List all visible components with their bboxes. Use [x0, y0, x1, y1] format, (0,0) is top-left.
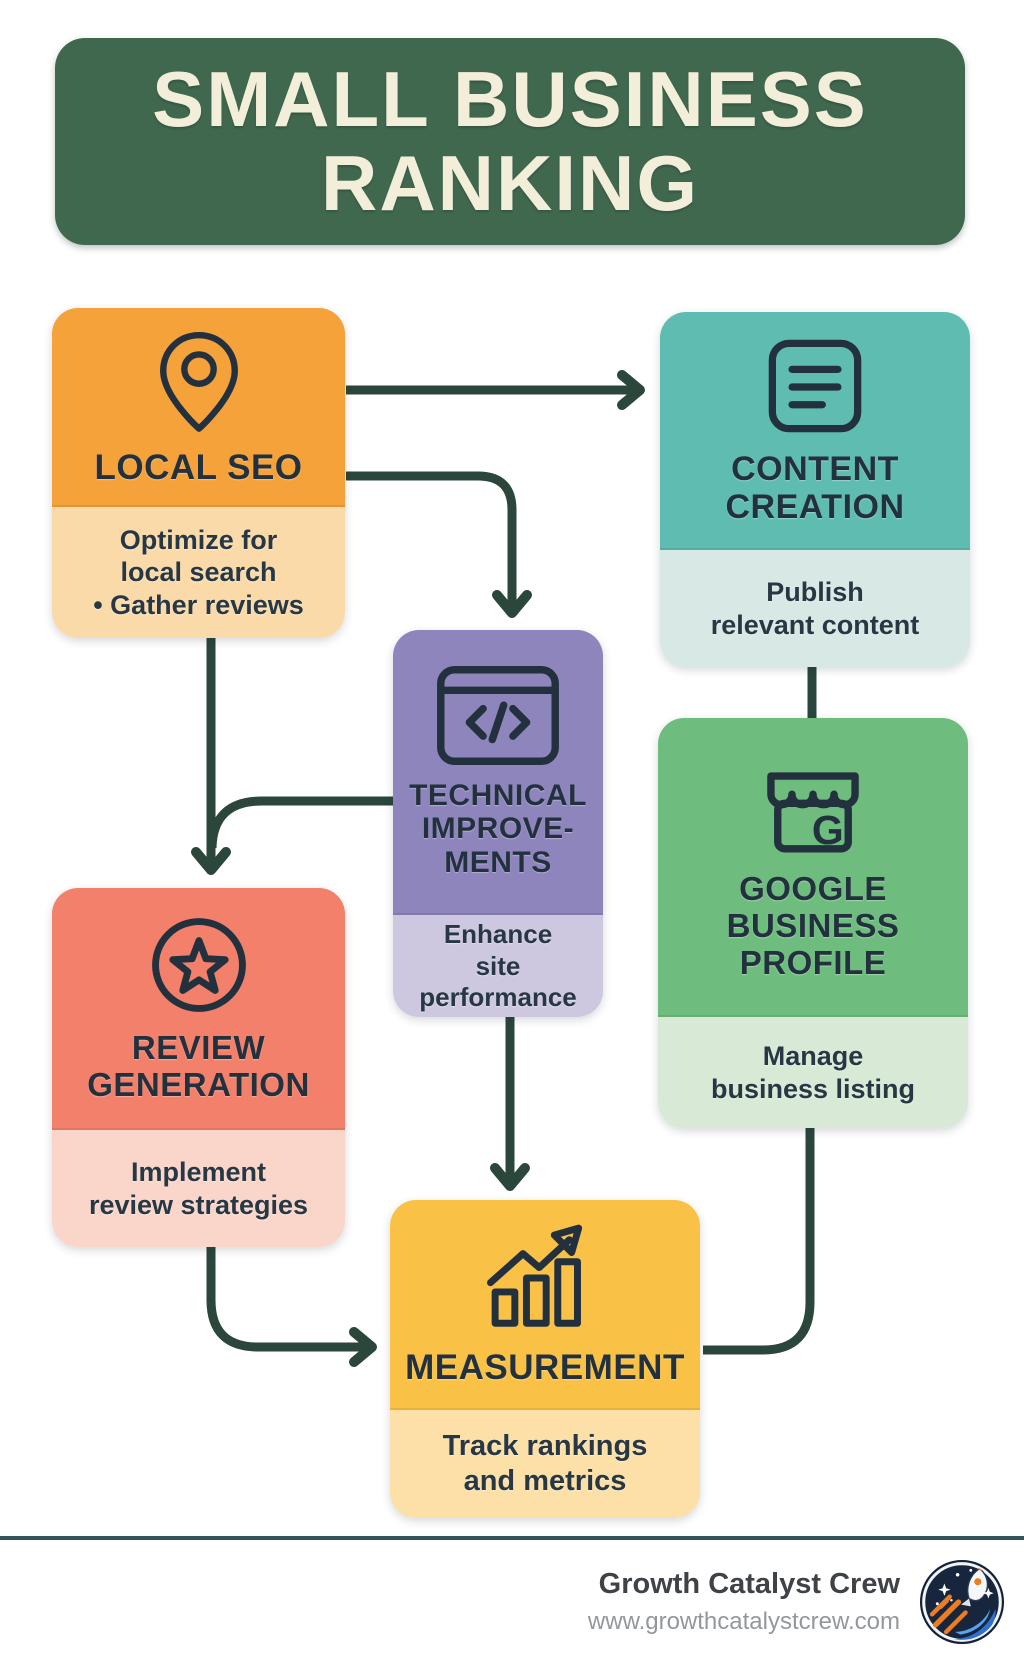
footer-divider — [0, 1536, 1024, 1540]
rocket-badge-logo — [919, 1559, 1005, 1645]
card-description: Enhance site performance — [419, 919, 577, 1012]
card-title: MEASUREMENT — [405, 1348, 685, 1388]
brand-name: Growth Catalyst Crew — [598, 1568, 900, 1600]
growth-chart-icon — [486, 1225, 583, 1328]
card-title: GOOGLE BUSINESS PROFILE — [726, 870, 900, 981]
card-content-creation: CONTENT CREATION Publish relevant conten… — [660, 312, 970, 667]
card-title: CONTENT CREATION — [725, 449, 905, 526]
card-description: Manage business listing — [710, 1041, 916, 1104]
footer: Growth Catalyst Crew www.growthcatalystc… — [588, 1558, 1006, 1646]
document-icon — [768, 339, 862, 433]
code-browser-icon — [437, 665, 559, 765]
card-description: Publish relevant content — [710, 577, 920, 640]
arrow-technical-to-reviewgen — [207, 796, 393, 849]
card-review-generation: REVIEW GENERATION Implement review strat… — [52, 888, 345, 1247]
card-google-business-profile: G GOOGLE BUSINESS PROFILE Manage busines… — [658, 718, 968, 1128]
card-title: LOCAL SEO — [94, 447, 303, 487]
svg-text:G: G — [812, 807, 844, 853]
card-technical-improvements: TECHNICAL IMPROVE- MENTS Enhance site pe… — [393, 630, 603, 1017]
connector-gbp-to-measurement — [703, 1128, 815, 1355]
arrow-reviewgen-to-measurement — [206, 1247, 377, 1367]
brand-url: www.growthcatalystcrew.com — [587, 1608, 900, 1635]
star-badge-icon — [151, 918, 246, 1012]
card-description: Optimize for local search • Gather revie… — [93, 524, 304, 620]
page-title: SMALL BUSINESS RANKING — [152, 55, 868, 227]
location-pin-icon — [159, 331, 238, 432]
card-local-seo: LOCAL SEO Optimize for local search • Ga… — [52, 308, 345, 638]
card-title: TECHNICAL IMPROVE- MENTS — [409, 778, 587, 880]
storefront-icon: G — [767, 772, 859, 853]
card-description: Track rankings and metrics — [442, 1430, 648, 1497]
card-description: Implement review strategies — [88, 1157, 309, 1220]
card-measurement: MEASUREMENT Track rankings and metrics — [390, 1200, 700, 1518]
title-banner: SMALL BUSINESS RANKING — [55, 38, 965, 245]
arrow-localseo-to-technical — [346, 471, 532, 618]
card-title: REVIEW GENERATION — [87, 1029, 310, 1103]
